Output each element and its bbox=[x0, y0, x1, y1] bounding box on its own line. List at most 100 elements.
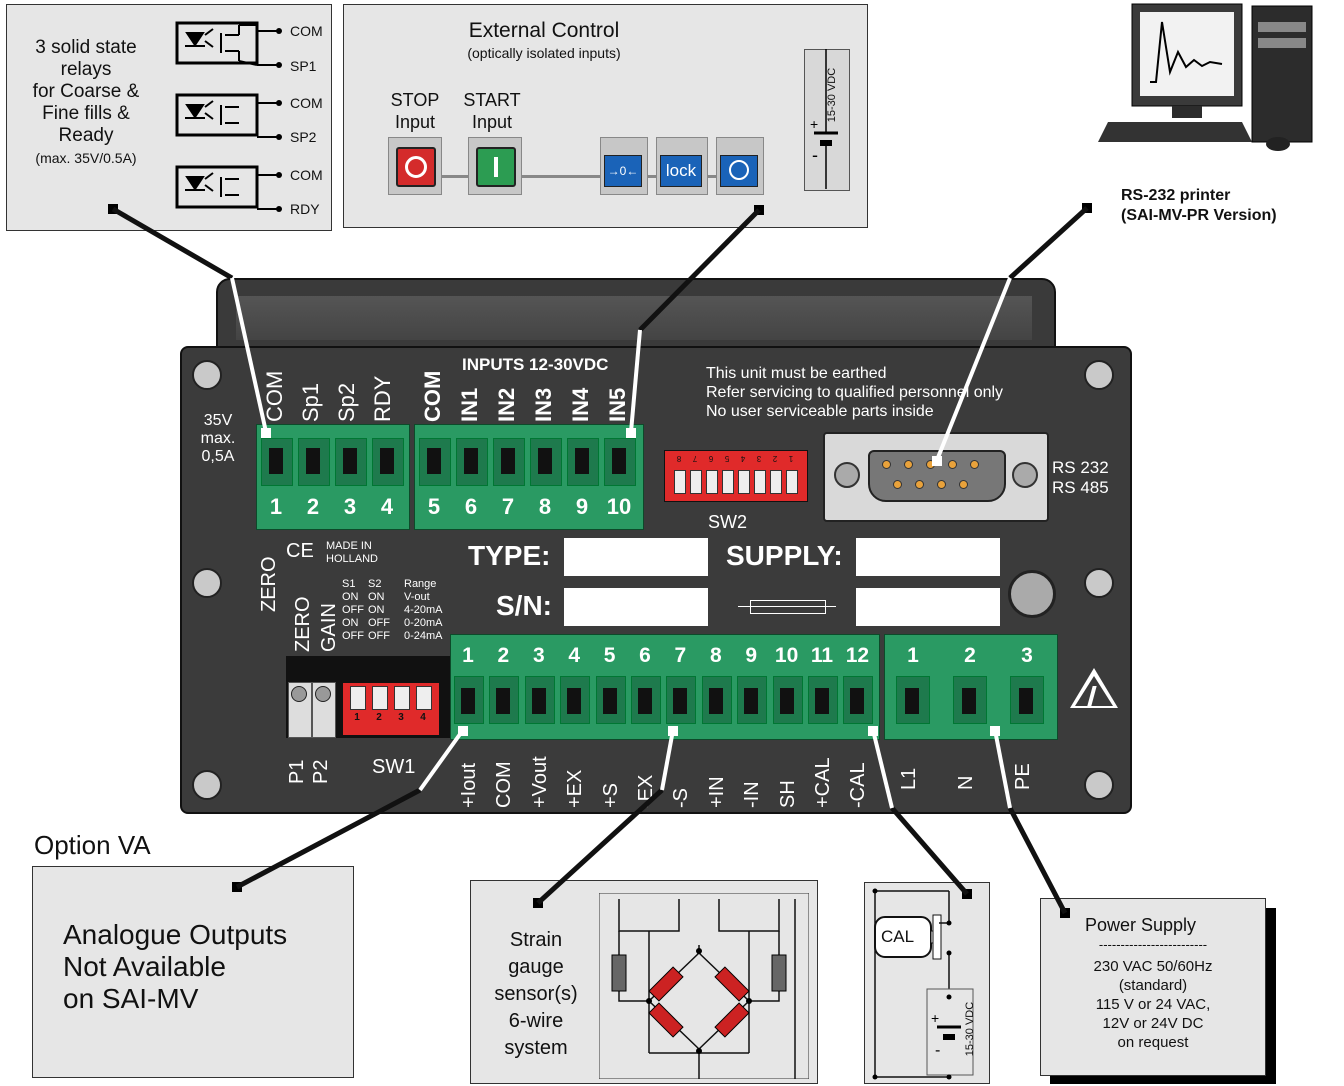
signal-terminal-number: 6 bbox=[639, 644, 651, 667]
sw2-switch-number: 6 bbox=[708, 454, 714, 463]
svg-text:-: - bbox=[812, 145, 818, 165]
fuse-icon-line bbox=[738, 606, 836, 607]
printer-label: RS-232 printer(SAI-MV-PR Version) bbox=[1121, 187, 1277, 224]
printer-port-marker bbox=[932, 456, 942, 466]
start-symbol-icon bbox=[494, 157, 498, 177]
signal-terminal-label: -S bbox=[670, 788, 693, 808]
input-header: IN2 bbox=[494, 387, 519, 422]
signal-terminal-label: +IN bbox=[705, 776, 728, 808]
signal-terminal-number: 4 bbox=[568, 644, 581, 667]
power-terminal-number: 2 bbox=[964, 644, 976, 667]
input-terminal-slot[interactable] bbox=[456, 438, 488, 486]
signal-terminal-slot[interactable] bbox=[701, 676, 732, 724]
relay-output-com-1: COM bbox=[290, 23, 323, 39]
signal-terminal-number: 2 bbox=[497, 644, 510, 667]
zero-label: ZERO bbox=[258, 556, 280, 612]
power-terminal-marker bbox=[990, 726, 1000, 736]
terminal-screw-icon bbox=[496, 688, 511, 714]
supply-field bbox=[856, 538, 1000, 576]
terminal-screw-icon bbox=[306, 448, 320, 474]
ext-control-marker bbox=[754, 205, 764, 215]
cal-label: CAL bbox=[881, 927, 915, 946]
relay-header: Sp2 bbox=[334, 382, 359, 422]
terminal-screw-icon bbox=[673, 688, 688, 714]
supply-battery-box bbox=[804, 49, 850, 191]
terminal-screw-icon bbox=[815, 688, 829, 714]
terminal-screw-icon bbox=[905, 688, 919, 714]
db9-pin bbox=[937, 480, 946, 489]
sw2-switch-number: 7 bbox=[692, 454, 698, 463]
relay-terminal-number: 1 bbox=[269, 494, 283, 519]
screw-icon bbox=[192, 568, 222, 598]
pot-p2-screw-icon bbox=[315, 686, 331, 702]
sw2-switch-number: 1 bbox=[788, 454, 794, 463]
stop-button[interactable] bbox=[396, 147, 436, 187]
signal-terminal-number: 9 bbox=[745, 644, 758, 667]
connector-screw-right-icon bbox=[1012, 462, 1038, 488]
relay-terminal-marker bbox=[261, 428, 271, 438]
cal-marker bbox=[962, 889, 972, 899]
power-supply-dash: ------------------------- bbox=[1098, 937, 1208, 952]
sw2-switch-number: 2 bbox=[772, 454, 778, 463]
sensor-terminal-marker bbox=[668, 726, 678, 736]
print-button[interactable] bbox=[720, 155, 758, 187]
sn-field bbox=[564, 588, 708, 626]
db9-pin bbox=[948, 460, 957, 469]
sw1-switch[interactable] bbox=[416, 686, 432, 710]
fuse-icon bbox=[750, 600, 826, 614]
lock-button[interactable]: lock bbox=[660, 155, 702, 187]
terminal-screw-icon bbox=[501, 448, 515, 474]
sw2-switch[interactable] bbox=[690, 470, 702, 494]
pot-p1-screw-icon bbox=[291, 686, 307, 702]
sw2-switch[interactable] bbox=[722, 470, 734, 494]
sw1-switch[interactable] bbox=[372, 686, 388, 710]
svg-text:+: + bbox=[810, 116, 818, 132]
signal-terminal-label: -IN bbox=[741, 781, 764, 808]
db9-pin bbox=[893, 480, 902, 489]
sw2-switch[interactable] bbox=[706, 470, 718, 494]
signal-terminal-number: 8 bbox=[709, 644, 722, 667]
zero-button[interactable]: →0← bbox=[604, 155, 642, 187]
power-terminal-label: L1 bbox=[898, 767, 920, 790]
power-terminal-label: N bbox=[955, 775, 977, 790]
relay-terminal-number: 3 bbox=[343, 494, 357, 519]
input-terminal-marker bbox=[626, 428, 636, 438]
sw2-dip-switch[interactable] bbox=[664, 450, 808, 502]
control-line bbox=[414, 175, 764, 178]
terminal-screw-icon bbox=[427, 448, 441, 474]
relay-terminal-slot[interactable] bbox=[261, 438, 293, 486]
input-header: IN4 bbox=[568, 387, 593, 422]
signal-terminal-label: COM bbox=[493, 761, 516, 808]
sw2-switch[interactable] bbox=[770, 470, 782, 494]
sw2-switch[interactable] bbox=[674, 470, 686, 494]
relay-terminal-number: 2 bbox=[306, 494, 320, 519]
sw2-switch[interactable] bbox=[786, 470, 798, 494]
db9-pin bbox=[882, 460, 891, 469]
svg-text:+: + bbox=[931, 1010, 939, 1026]
power-terminal-number: 3 bbox=[1021, 644, 1033, 667]
sw1-switch[interactable] bbox=[394, 686, 410, 710]
signal-terminal-slot[interactable] bbox=[524, 676, 555, 724]
relay-header: COM bbox=[262, 370, 287, 422]
ground-bolt-icon bbox=[1008, 570, 1056, 618]
signal-terminal-slot[interactable] bbox=[666, 676, 697, 724]
signal-terminal-number: 7 bbox=[674, 644, 687, 667]
sw2-switch[interactable] bbox=[754, 470, 766, 494]
pot-label: P1 bbox=[286, 759, 308, 784]
start-button[interactable] bbox=[476, 147, 516, 187]
cal-voltage: 15-30 VDC bbox=[964, 1001, 976, 1057]
sw1-switch-number: 3 bbox=[398, 712, 404, 723]
sw1-switch[interactable] bbox=[350, 686, 366, 710]
signal-terminal-number: 5 bbox=[603, 644, 616, 667]
sw2-switch[interactable] bbox=[738, 470, 750, 494]
